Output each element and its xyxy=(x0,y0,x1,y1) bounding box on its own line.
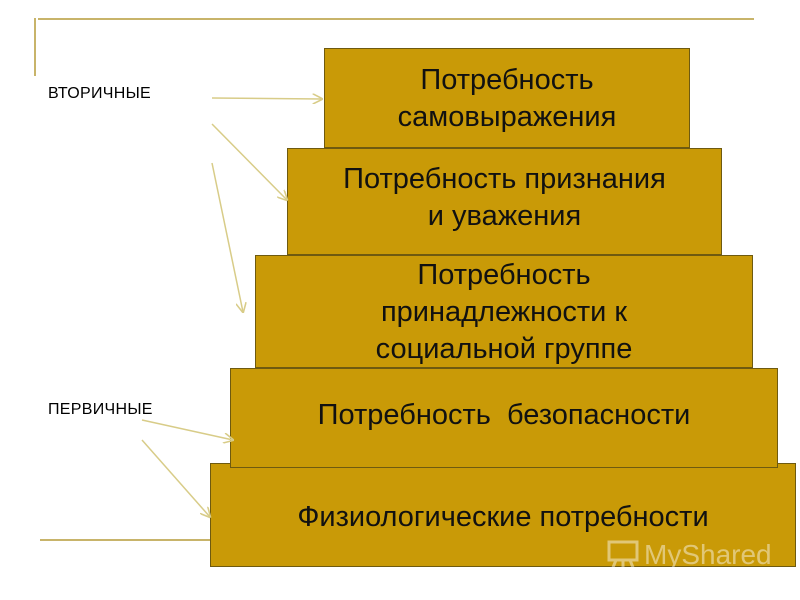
pyramid-level-safety: Потребность безопасности xyxy=(230,368,778,468)
level-text: Физиологические потребности xyxy=(297,500,709,533)
level-text: Потребность безопасности xyxy=(317,398,691,431)
arrow-to-belonging xyxy=(211,162,243,312)
watermark: MyShared xyxy=(606,538,772,572)
presentation-board-icon xyxy=(607,540,639,571)
pyramid-level-belonging: Потребность принадлежности к социальной … xyxy=(255,255,753,368)
arrow-to-esteem xyxy=(211,123,287,200)
primary-needs-label: ПЕРВИЧНЫЕ xyxy=(48,401,153,418)
level-text: социальной группе xyxy=(375,332,633,365)
pyramid-level-self-actualization: Потребность самовыражения xyxy=(324,48,690,148)
level-text: Потребность xyxy=(417,259,591,291)
level-text: Потребность признания xyxy=(343,162,666,195)
pyramid-level-physiological: Физиологические потребности xyxy=(210,463,796,567)
secondary-needs-label: ВТОРИЧНЫЕ xyxy=(48,85,152,102)
level-text: принадлежности к xyxy=(380,295,628,328)
arrow-to-self-actualization xyxy=(211,98,322,99)
level-text: Потребность xyxy=(420,64,594,97)
top-frame-line xyxy=(38,18,754,20)
pyramid-level-esteem: Потребность признания и уважения xyxy=(287,148,722,255)
left-frame-line xyxy=(34,18,36,76)
arrow-to-safety xyxy=(141,419,233,440)
level-text: и уважения xyxy=(427,199,582,232)
level-text: самовыражения xyxy=(397,101,617,133)
arrow-to-physiological xyxy=(141,439,210,517)
bottom-frame-line xyxy=(40,539,212,541)
watermark-text: MyShared xyxy=(644,539,772,570)
